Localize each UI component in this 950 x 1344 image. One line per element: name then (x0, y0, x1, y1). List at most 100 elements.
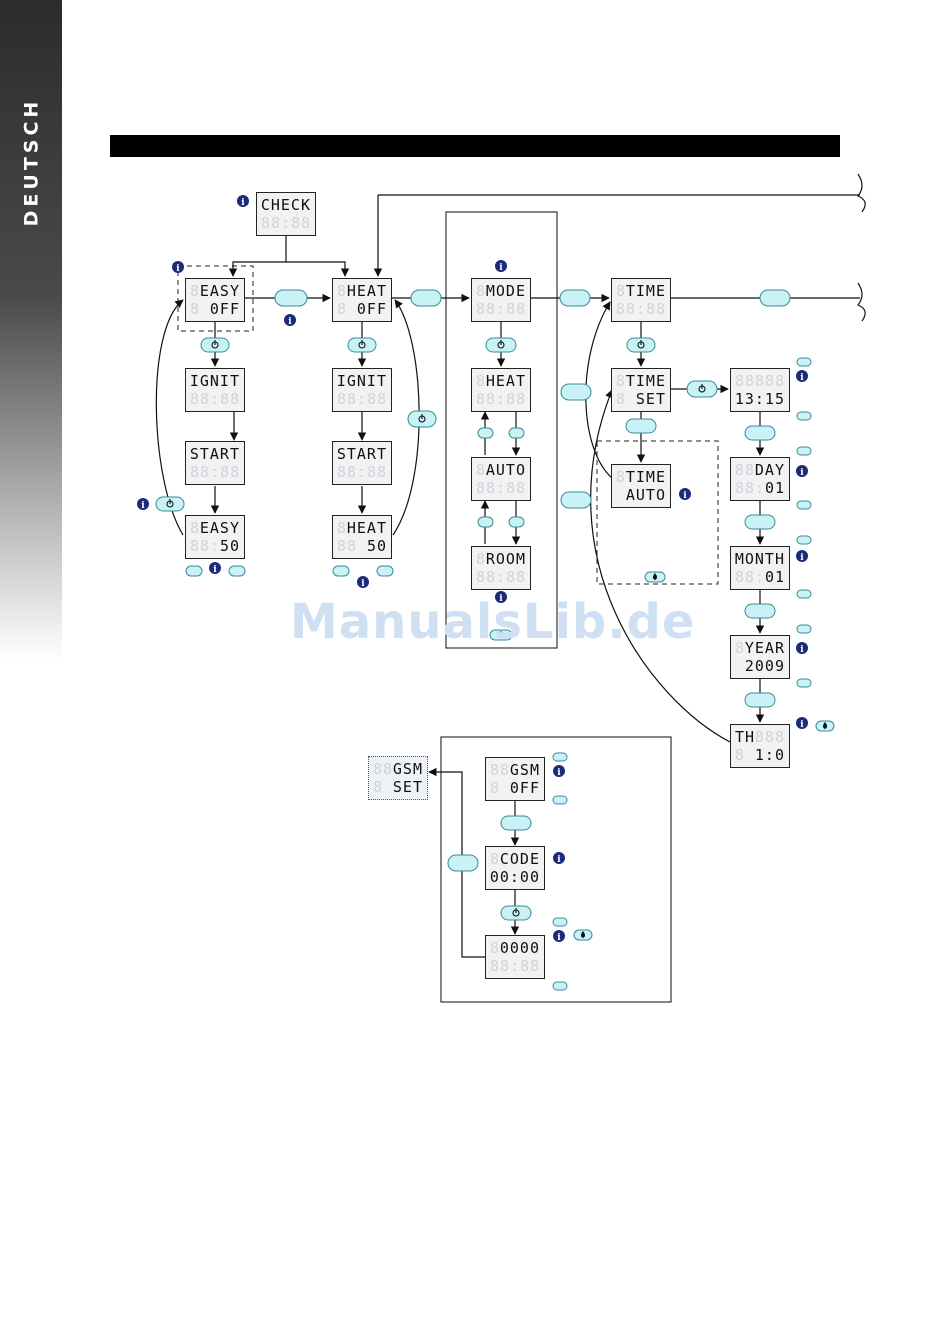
display-line-2: 0FF (209, 300, 240, 318)
arrow-button[interactable] (759, 289, 791, 307)
arrow-button[interactable] (796, 678, 812, 688)
info-icon (679, 488, 691, 501)
arrow-button[interactable] (477, 427, 494, 439)
continuation-bracket (857, 282, 866, 322)
display-segments: 88:88 (490, 957, 541, 975)
arrow-button[interactable] (552, 981, 568, 991)
arrow-button[interactable] (744, 425, 776, 441)
display-line-2: 0FF (356, 300, 387, 318)
display-line-2: 1:0 (754, 746, 785, 764)
display-line-2: 50 (219, 537, 240, 555)
arrow-button[interactable] (500, 815, 532, 831)
arrow-button[interactable] (796, 589, 812, 599)
display-start: 88:88 START (185, 441, 245, 485)
display-day: 88 88: DAY 01 (730, 457, 790, 501)
display-segments: 88:88 (261, 214, 312, 232)
display-segments: 88: (735, 568, 766, 586)
display-ignit: 88:88 IGNIT (185, 368, 245, 412)
display-segments: 88 (735, 461, 756, 479)
gsm-menu-frame (440, 736, 672, 1003)
arrow-button[interactable] (228, 565, 246, 577)
display-segments: 88:88 (476, 300, 527, 318)
arrow-button[interactable] (274, 289, 308, 307)
display-line-1: TH (735, 728, 756, 746)
display-segments: 8 (616, 282, 627, 300)
info-icon (796, 465, 808, 478)
arrow-button[interactable] (332, 565, 350, 577)
display-segments: 88:88 (476, 390, 527, 408)
display-line-1: MODE (485, 282, 526, 300)
connector-line (585, 301, 613, 479)
display-segments: 8 (735, 746, 746, 764)
display-segments: 88:88 (337, 390, 388, 408)
display-month: 88: MONTH 01 (730, 546, 790, 590)
arrow-button[interactable] (552, 752, 568, 762)
arrow-button[interactable] (447, 854, 479, 872)
display-line-1: DAY (754, 461, 785, 479)
drop-icon (653, 573, 657, 580)
display-segments: 8 (616, 372, 627, 390)
display-line-1: IGNIT (336, 372, 387, 390)
display-segments: 8 (476, 372, 487, 390)
display-line-1: START (336, 445, 387, 463)
info-icon (796, 550, 808, 563)
display-segments: 8 (616, 468, 627, 486)
display-segments: 88:88 (190, 390, 241, 408)
arrow-button[interactable] (560, 383, 592, 401)
arrow-button[interactable] (625, 418, 657, 434)
power-icon (497, 340, 505, 349)
display-line-1: 0000 (499, 939, 540, 957)
display-number: 8 88:88 0000 (485, 935, 545, 979)
display-segments: 8 (735, 639, 746, 657)
display-line-1: TIME (625, 372, 666, 390)
display-line-2: 50 (366, 537, 387, 555)
info-icon (796, 717, 808, 730)
connector-line (286, 261, 350, 277)
display-segments: 88 (490, 761, 511, 779)
display-segments: 88 (337, 537, 358, 555)
display-time: 8 88:88 TIME (611, 278, 671, 322)
arrow-button[interactable] (376, 565, 394, 577)
display-segments: 8 (476, 282, 487, 300)
arrow-button[interactable] (185, 565, 203, 577)
display-line-1: IGNIT (189, 372, 240, 390)
watermark: ManualsLib.de (290, 594, 696, 650)
arrow-button[interactable] (508, 427, 525, 439)
arrow-button[interactable] (796, 446, 812, 456)
arrow-button[interactable] (552, 795, 568, 805)
drop-icon (581, 931, 585, 938)
display-room-mode: 8 88:88 ROOM (471, 546, 531, 590)
display-segments: 8 (490, 939, 501, 957)
display-segments: 88: (190, 537, 221, 555)
display-line-1: MONTH (734, 550, 785, 568)
arrow-button[interactable] (744, 692, 776, 708)
easy-dashed-frame (177, 265, 254, 332)
display-line-1: CODE (499, 850, 540, 868)
display-segments: 88888 (735, 372, 786, 390)
arrow-button[interactable] (796, 357, 812, 367)
display-line-1: AUTO (485, 461, 526, 479)
arrow-button[interactable] (796, 624, 812, 634)
arrow-button[interactable] (410, 289, 442, 307)
arrow-button[interactable] (796, 500, 812, 510)
display-segments: 8 (490, 850, 501, 868)
info-icon (357, 576, 369, 589)
display-line-1: HEAT (485, 372, 526, 390)
info-icon (137, 498, 149, 511)
arrow-button[interactable] (552, 917, 568, 927)
display-segments: 88:88 (616, 300, 667, 318)
info-icon (553, 852, 565, 865)
display-line-1: HEAT (346, 282, 387, 300)
display-line-2: SET (635, 390, 666, 408)
continuation-bracket (857, 173, 866, 213)
arrow-button[interactable] (508, 516, 525, 528)
arrow-button[interactable] (796, 411, 812, 421)
arrow-button[interactable] (744, 514, 776, 530)
arrow-button[interactable] (559, 289, 591, 307)
display-heat-50: 8 88 HEAT 50 (332, 515, 392, 559)
arrow-button[interactable] (477, 516, 494, 528)
arrow-button[interactable] (744, 603, 776, 619)
arrow-button[interactable] (560, 491, 592, 509)
display-segments: 8 (337, 282, 348, 300)
arrow-button[interactable] (796, 535, 812, 545)
